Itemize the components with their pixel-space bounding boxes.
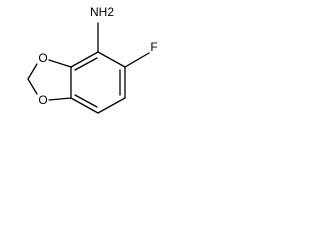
- amine-label: NH2: [90, 5, 114, 19]
- bond-c3-c4: [97, 97, 126, 114]
- bond-c6-c1-inner: [74, 57, 98, 71]
- oxygen-top-label: O: [38, 51, 47, 65]
- bond-o-bottom-c5: [48, 97, 72, 101]
- bond-c6-c1: [70, 51, 99, 68]
- bond-c6-o-top: [48, 59, 72, 68]
- oxygen-bottom-label: O: [38, 93, 47, 107]
- bond-o-top-ch2: [27, 63, 38, 80]
- molecule-structure: NH2 F O O: [27, 5, 158, 114]
- fluorine-label: F: [150, 40, 157, 54]
- bond-ch2-o-bottom: [27, 78, 38, 95]
- bond-c1-c2: [97, 51, 126, 68]
- bond-c4-c5-inner: [74, 94, 98, 108]
- bond-c4-c5: [70, 97, 99, 114]
- bond-c2-f: [124, 52, 150, 68]
